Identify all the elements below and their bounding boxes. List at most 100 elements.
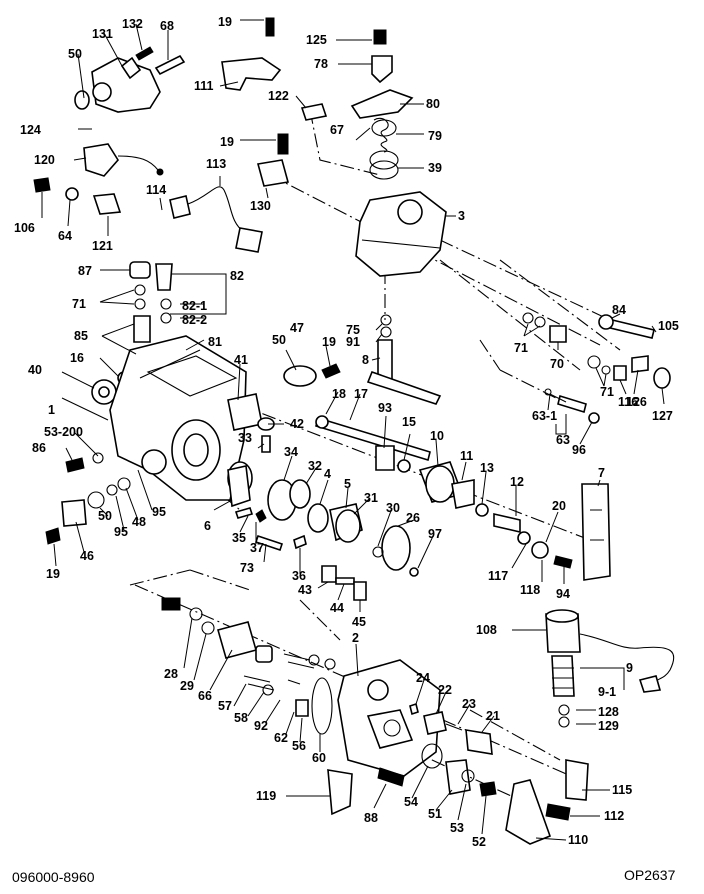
callout: 124	[20, 123, 41, 137]
callout: 92	[254, 719, 268, 733]
callout: 94	[556, 587, 570, 601]
callout: 33	[238, 431, 252, 445]
callout: 122	[268, 89, 289, 103]
callout: 112	[604, 809, 624, 823]
callout: 9-1	[598, 685, 616, 699]
drawing-number: 096000-8960	[12, 869, 95, 885]
callout: 58	[234, 711, 248, 725]
callout: 13	[480, 461, 494, 475]
callout: 96	[572, 443, 586, 457]
callout: 82	[230, 269, 244, 283]
callout: 60	[312, 751, 326, 765]
callout: 81	[208, 335, 222, 349]
callout: 32	[308, 459, 322, 473]
callout: 75	[346, 323, 360, 337]
callout: 2	[352, 631, 359, 645]
callout: 67	[330, 123, 344, 137]
callout: 82-2	[182, 313, 207, 327]
callout: 46	[80, 549, 94, 563]
callout: 93	[378, 401, 392, 415]
callout: 121	[92, 239, 113, 253]
callout: 22	[438, 683, 452, 697]
callout: 127	[652, 409, 673, 423]
callout: 85	[74, 329, 88, 343]
callout: 84	[612, 303, 626, 317]
callout: 3	[458, 209, 465, 223]
callout: 116	[618, 395, 638, 409]
callout: 35	[232, 531, 246, 545]
callout: 131	[92, 27, 113, 41]
callout: 53-200	[44, 425, 83, 439]
callout: 39	[428, 161, 442, 175]
callout: 82-1	[182, 299, 207, 313]
callout: 43	[298, 583, 312, 597]
callout: 64	[58, 229, 72, 243]
callout: 63-1	[532, 409, 557, 423]
callout: 51	[428, 807, 442, 821]
callout: 10	[430, 429, 444, 443]
callout: 118	[520, 583, 540, 597]
callout: 19	[46, 567, 60, 581]
callout: 88	[364, 811, 378, 825]
callout: 47	[290, 321, 304, 335]
callout: 80	[426, 97, 440, 111]
callout: 95	[152, 505, 166, 519]
callout: 130	[250, 199, 271, 213]
callout: 31	[364, 491, 378, 505]
callout: 9	[626, 661, 633, 675]
callout: 126	[626, 395, 647, 409]
callout: 50	[68, 47, 82, 61]
callout: 6	[204, 519, 211, 533]
callout: 71	[72, 297, 86, 311]
callout: 79	[428, 129, 442, 143]
callout: 68	[160, 19, 174, 33]
callout: 57	[218, 699, 232, 713]
callout: 110	[568, 833, 588, 847]
callout: 91	[346, 335, 360, 349]
callout: 63	[556, 433, 570, 447]
leader-lines	[41, 19, 665, 841]
callout: 48	[132, 515, 146, 529]
callout: 108	[476, 623, 497, 637]
callout: 45	[352, 615, 366, 629]
callout-labels: 1 2 3 4 5 6 7 8 9 9-1 10 11 12 13 15 16 …	[14, 15, 679, 849]
callout: 71	[514, 341, 528, 355]
callout: 20	[552, 499, 566, 513]
callout: 128	[598, 705, 619, 719]
callout: 24	[416, 671, 430, 685]
callout: 71	[600, 385, 614, 399]
callout: 7	[598, 466, 605, 480]
callout: 37	[250, 541, 264, 555]
callout: 52	[472, 835, 486, 849]
callout: 26	[406, 511, 420, 525]
callout: 34	[284, 445, 298, 459]
callout: 66	[198, 689, 212, 703]
callout: 41	[234, 353, 248, 367]
callout: 97	[428, 527, 442, 541]
callout: 30	[386, 501, 400, 515]
callout: 125	[306, 33, 327, 47]
callout: 21	[486, 709, 500, 723]
callout: 113	[206, 157, 226, 171]
callout: 42	[290, 417, 304, 431]
callout: 78	[314, 57, 328, 71]
callout: 40	[28, 363, 42, 377]
callout: 114	[146, 183, 166, 197]
callout: 19	[218, 15, 232, 29]
callout: 12	[510, 475, 524, 489]
callout: 50	[272, 333, 286, 347]
callout: 73	[240, 561, 254, 575]
callout: 115	[612, 783, 632, 797]
callout: 5	[344, 477, 351, 491]
callout: 111	[194, 79, 214, 93]
callout: 95	[114, 525, 128, 539]
figure-code: OP2637	[624, 867, 676, 883]
callout: 62	[274, 731, 288, 745]
callout: 19	[322, 335, 336, 349]
callout: 1	[48, 403, 55, 417]
callout: 8	[362, 353, 369, 367]
callout: 15	[402, 415, 416, 429]
callout: 56	[292, 739, 306, 753]
callout: 23	[462, 697, 476, 711]
